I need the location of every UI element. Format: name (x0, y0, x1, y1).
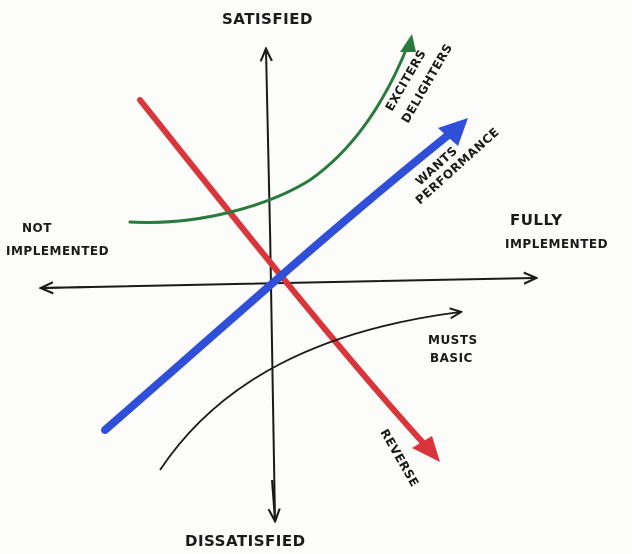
label-implemented-right: IMPLEMENTED (505, 237, 608, 251)
reverse-curve (137, 97, 428, 448)
horizontal-axis-left-arrow (42, 287, 91, 288)
reverse-arrowhead (412, 436, 440, 462)
basic-curve (159, 312, 460, 471)
label-fully: FULLY (510, 211, 563, 229)
label-not: NOT (22, 221, 52, 235)
label-musts: MUSTS (428, 333, 478, 347)
exciters-arrowhead (400, 34, 416, 52)
vertical-axis-bottom-arrow (272, 479, 275, 520)
horizontal-axis (41, 278, 535, 289)
performance-arrowhead (438, 118, 468, 146)
label-satisfied: SATISFIED (222, 10, 313, 28)
label-basic: BASIC (430, 351, 473, 365)
exciters-curve (128, 43, 410, 224)
label-dissatisfied: DISSATISFIED (185, 532, 306, 550)
performance-curve (101, 128, 456, 434)
vertical-axis (266, 50, 276, 521)
label-implemented-left: IMPLEMENTED (6, 244, 109, 258)
